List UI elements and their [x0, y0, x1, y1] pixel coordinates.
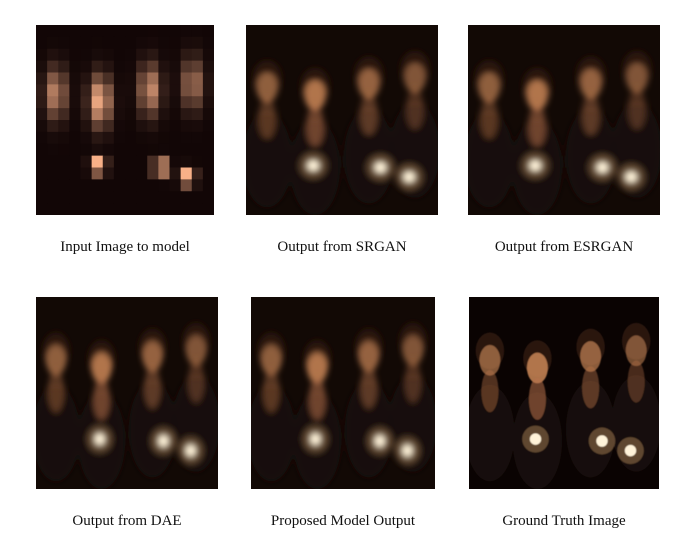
proposed-output-caption: Proposed Model Output	[270, 513, 416, 529]
input-image-panel	[36, 25, 214, 215]
dae-output-caption: Output from DAE	[72, 513, 182, 529]
esrgan-output-caption: Output from ESRGAN	[494, 239, 634, 255]
proposed-output-image	[251, 297, 435, 489]
dae-output-image	[36, 297, 218, 489]
dae-output-panel	[36, 297, 218, 489]
srgan-output-caption: Output from SRGAN	[277, 239, 407, 255]
srgan-output-panel	[246, 25, 438, 215]
ground-truth-panel	[469, 297, 659, 489]
ground-truth-caption: Ground Truth Image	[502, 513, 626, 529]
input-image-caption: Input Image to model	[60, 239, 190, 255]
srgan-output-image	[246, 25, 438, 215]
input-image	[36, 25, 214, 215]
esrgan-output-panel	[468, 25, 660, 215]
esrgan-output-image	[468, 25, 660, 215]
proposed-output-panel	[251, 297, 435, 489]
ground-truth-image	[469, 297, 659, 489]
